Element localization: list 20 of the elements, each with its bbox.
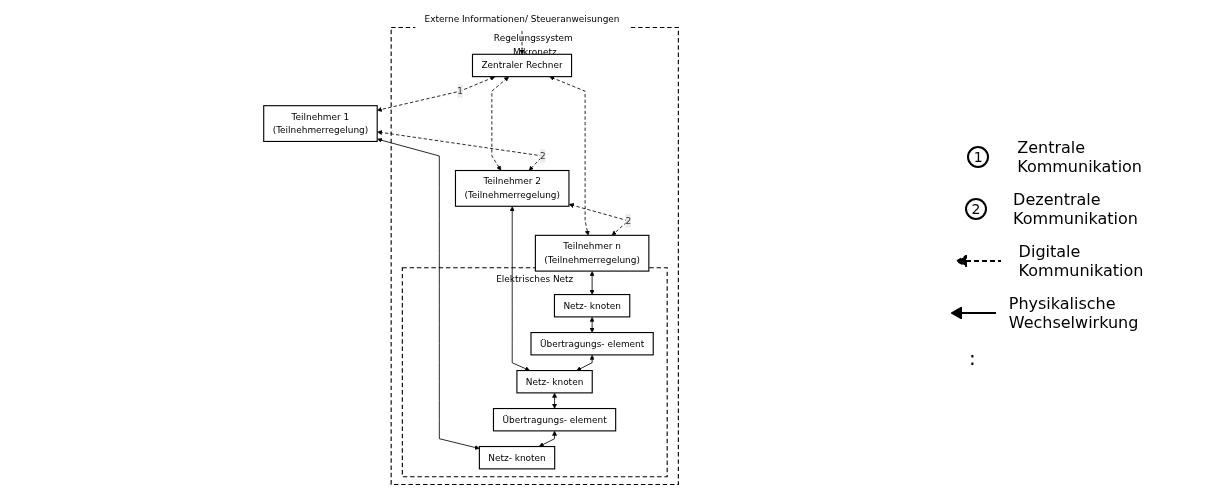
- node-box: Zentraler Rechner: [472, 53, 573, 78]
- node-box: Netz- knoten: [516, 370, 594, 394]
- node-box: Teilnehmer 2 (Teilnehmerregelung): [455, 169, 570, 207]
- node-box: Netz- knoten: [554, 294, 631, 318]
- legend-number-marker: 2: [965, 197, 988, 220]
- edge-label: 2: [540, 150, 547, 162]
- arrow: [590, 316, 595, 333]
- legend-text: Dezentrale Kommunikation: [1013, 189, 1139, 228]
- ellipsis-mark: :: [969, 345, 977, 370]
- node-box: Netz- knoten: [479, 445, 556, 470]
- node-box: Übertragungs- element: [530, 332, 655, 356]
- edge-label: 2: [625, 215, 632, 226]
- legend-number-marker: 1: [967, 145, 990, 168]
- legend-text: Zentrale Kommunikation: [1017, 137, 1143, 176]
- legend-text: Digitale Kommunikation: [1018, 241, 1145, 280]
- node-box: Übertragungs- element: [493, 408, 617, 432]
- node-box: Teilnehmer n (Teilnehmerregelung): [535, 234, 650, 272]
- legend-text: Physikalische Wechselwirkung: [1008, 293, 1140, 332]
- edge-label: 1: [457, 85, 464, 97]
- node-box: Teilnehmer 1 (Teilnehmerregelung): [263, 105, 379, 142]
